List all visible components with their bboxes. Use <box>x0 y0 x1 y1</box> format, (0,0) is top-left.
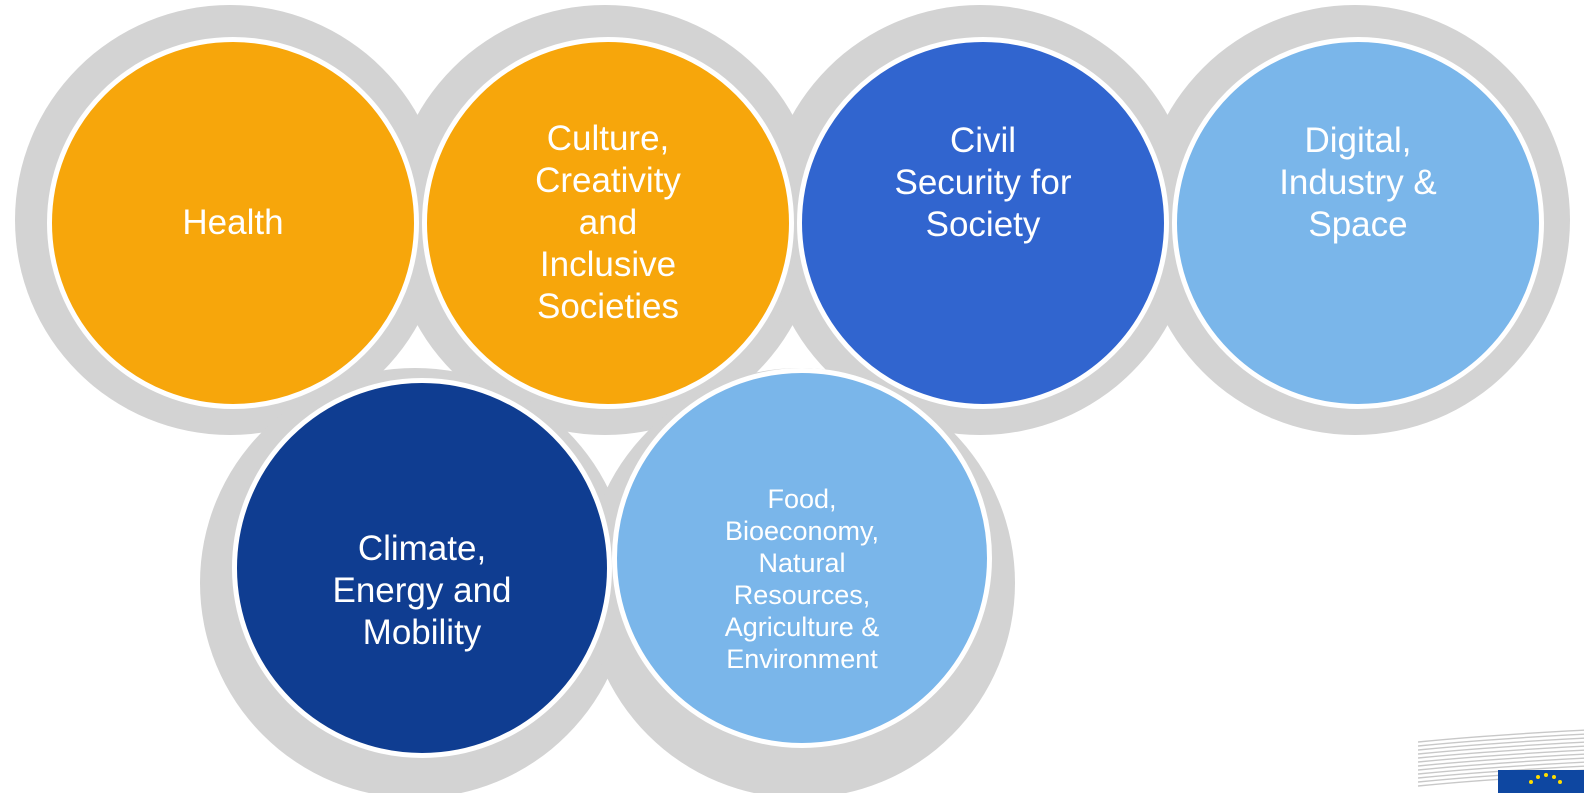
cluster-health: Health <box>47 37 419 409</box>
cluster-label-climate: Climate, Energy and Mobility <box>332 529 512 652</box>
cluster-civil-security: Civil Security for Society <box>797 37 1169 409</box>
cluster-label-food: Food, Bioeconomy, Natural Resources, Agr… <box>724 483 880 675</box>
cluster-label-culture: Culture, Creativity and Inclusive Societ… <box>535 119 681 326</box>
cluster-digital-industry-space: Digital, Industry & Space <box>1172 37 1544 409</box>
cluster-label-digital: Digital, Industry & Space <box>1279 121 1437 244</box>
cluster-label-health: Health <box>182 203 284 242</box>
cluster-food-bioeconomy: Food, Bioeconomy, Natural Resources, Agr… <box>612 368 992 748</box>
cluster-culture-creativity: Culture, Creativity and Inclusive Societ… <box>422 37 794 409</box>
european-commission-logo-icon <box>1418 729 1584 793</box>
cluster-climate-energy-mobility: Climate, Energy and Mobility <box>232 378 612 758</box>
cluster-label-civil-security: Civil Security for Society <box>894 121 1072 244</box>
